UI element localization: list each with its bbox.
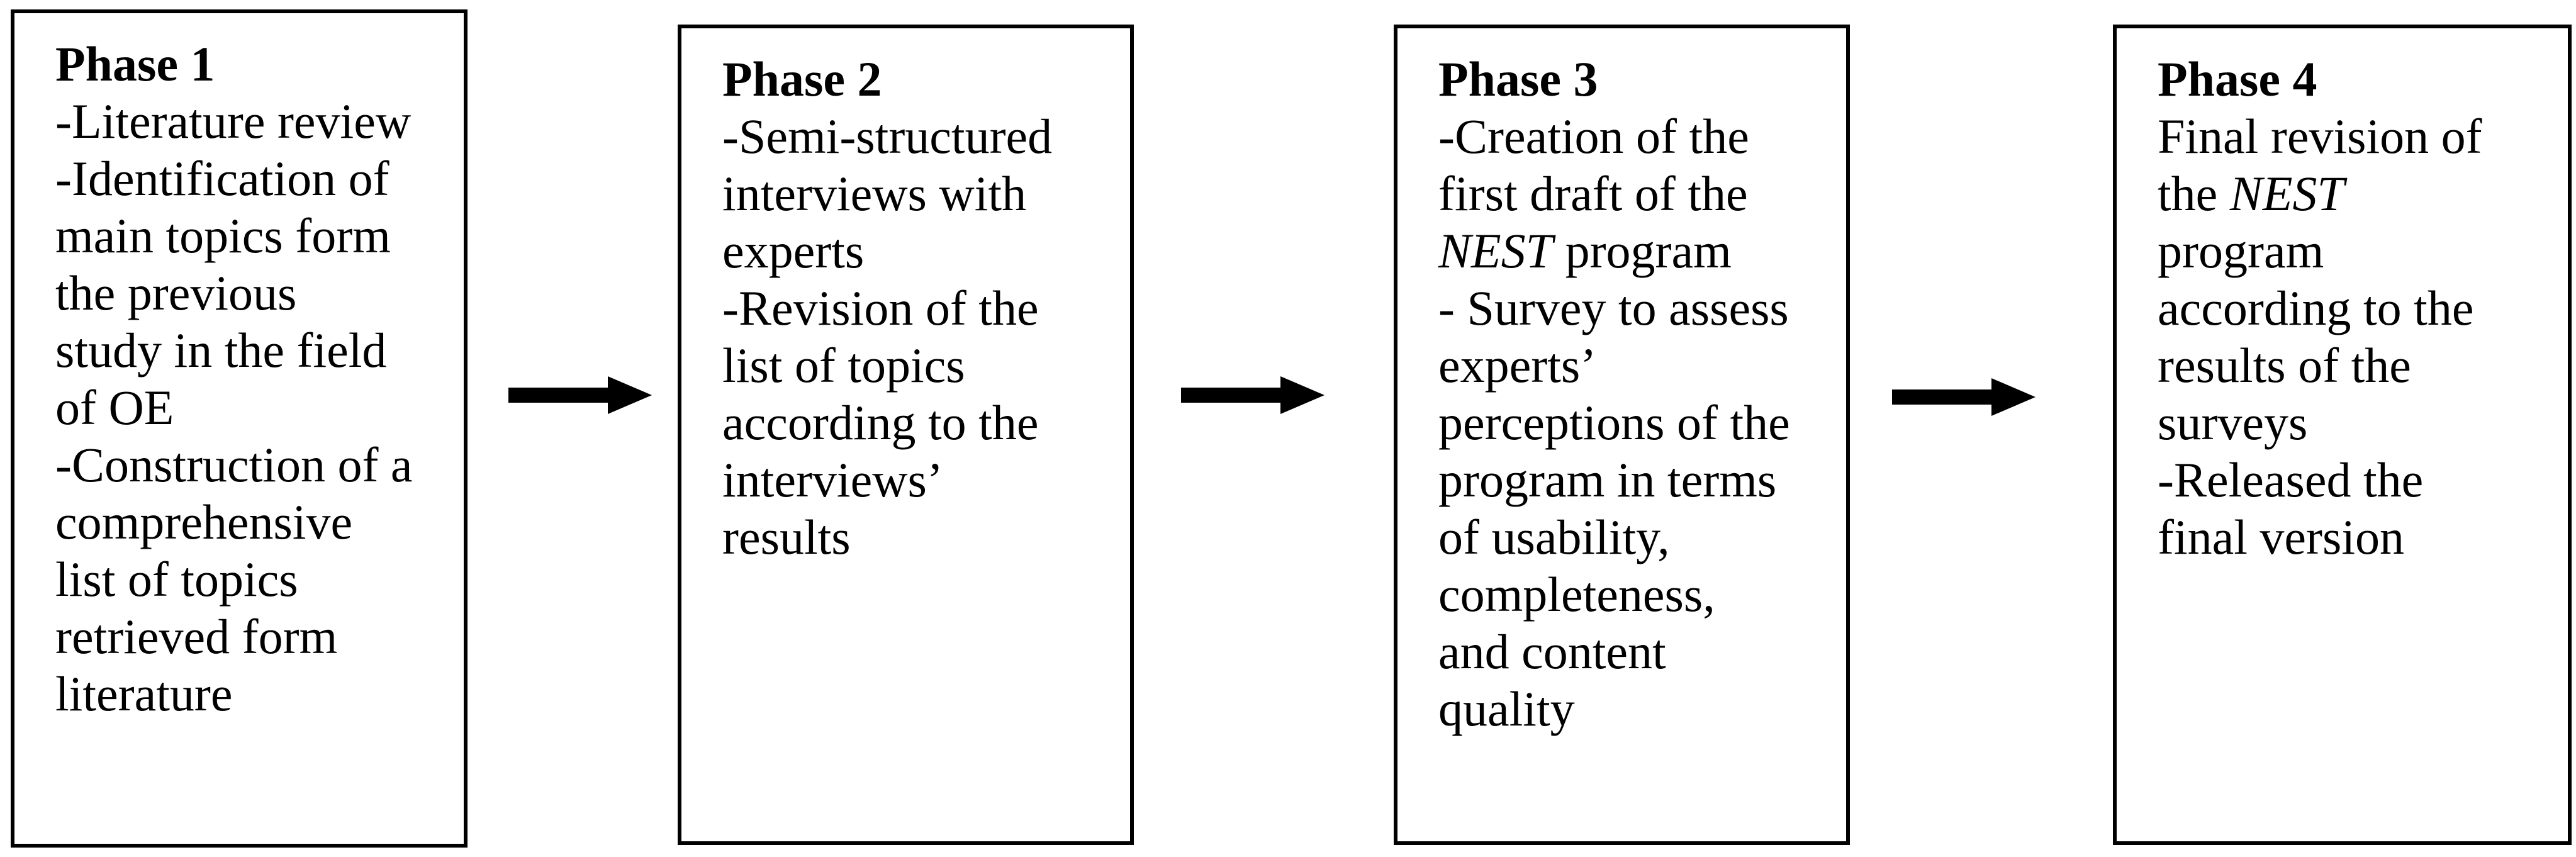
phase-1-box: Phase 1 -Literature review-Identificatio… (11, 9, 468, 848)
text-line: Final revision of (2158, 109, 2482, 164)
text-line: according to the (722, 395, 1039, 450)
text-line: experts (722, 223, 865, 278)
arrow-shaft (508, 388, 608, 403)
text-line: perceptions of the (1438, 395, 1790, 450)
text-line: program in terms (1438, 452, 1777, 507)
text-line: results (722, 510, 851, 564)
arrow-shaft (1181, 388, 1280, 403)
text-line: the previous (55, 266, 297, 320)
arrow-shaft (1892, 389, 1991, 405)
arrow-head (1280, 376, 1324, 414)
arrow-right-icon (508, 376, 652, 414)
text-line: quality (1438, 681, 1575, 736)
text-line: list of topics (722, 338, 965, 393)
text-line: -Semi-structured (722, 109, 1053, 164)
text-line: final version (2158, 510, 2405, 564)
text-line: surveys (2158, 395, 2308, 450)
text-line: interviews’ (722, 452, 943, 507)
text-line: main topics form (55, 208, 391, 263)
text-line: retrieved form (55, 609, 338, 664)
text-line: the NEST (2158, 166, 2344, 221)
text-line: - Survey to assess (1438, 281, 1789, 335)
text-line: list of topics (55, 552, 298, 607)
text-line: -Revision of the (722, 281, 1039, 335)
arrow-right-icon (1181, 376, 1324, 414)
text-line: of OE (55, 380, 174, 435)
text-line: experts’ (1438, 338, 1597, 393)
text-line: -Identification of (55, 151, 389, 206)
text-line: completeness, (1438, 567, 1715, 622)
phase-2-title: Phase 2 (722, 52, 882, 106)
text-line: -Released the (2158, 452, 2424, 507)
text-line: -Literature review (55, 94, 412, 148)
phase-3-title: Phase 3 (1438, 52, 1598, 106)
text-line: literature (55, 666, 233, 721)
phase-1-title: Phase 1 (55, 36, 215, 91)
text-line: study in the field (55, 323, 387, 378)
text-line: -Construction of a (55, 437, 413, 492)
text-line: of usability, (1438, 510, 1670, 564)
text-line: NEST program (1438, 223, 1732, 278)
text-line: comprehensive (55, 495, 353, 549)
text-line: -Creation of the (1438, 109, 1749, 164)
text-line: and content (1438, 624, 1666, 679)
arrow-head (608, 376, 652, 414)
text-line: first draft of the (1438, 166, 1748, 221)
arrow-head (1991, 378, 2036, 416)
text-line: according to the (2158, 281, 2474, 335)
text-line: interviews with (722, 166, 1027, 221)
phase-4-title: Phase 4 (2158, 52, 2317, 106)
arrow-right-icon (1892, 378, 2036, 416)
text-line: program (2158, 223, 2324, 278)
text-line: results of the (2158, 338, 2411, 393)
